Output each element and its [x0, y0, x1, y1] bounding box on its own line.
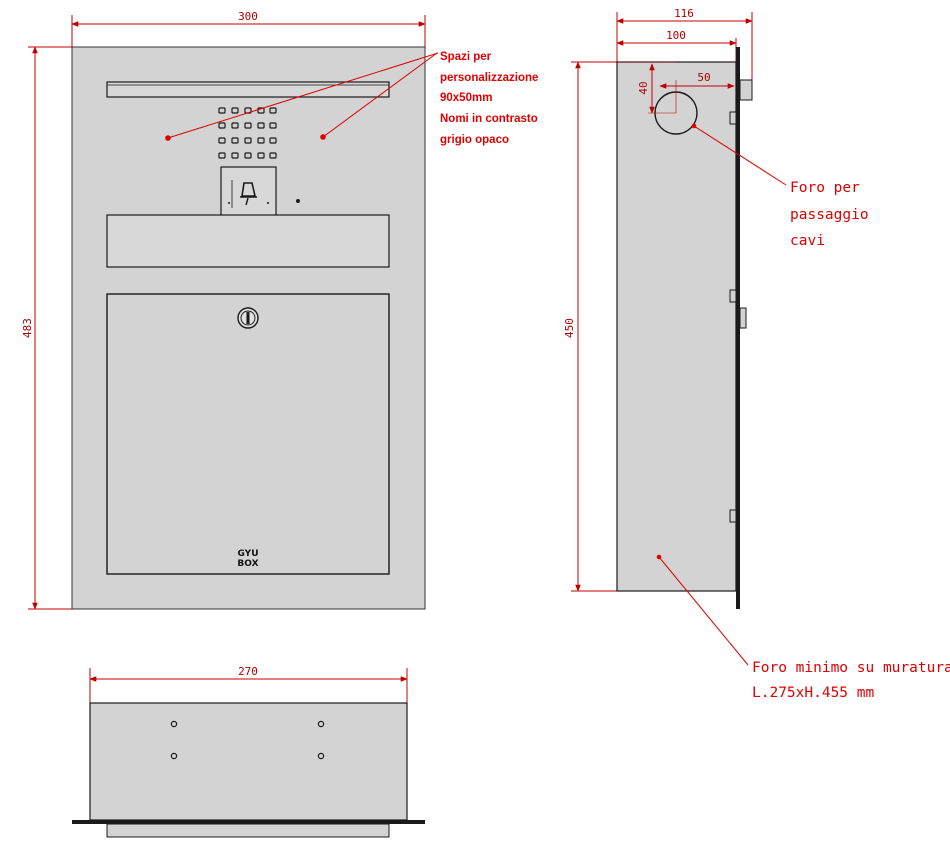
bottom-body	[89, 702, 408, 821]
bottom-width-label: 270	[238, 665, 258, 678]
name-plate	[106, 214, 390, 268]
hole-offset-x-label: 50	[697, 71, 710, 84]
mounting-holes	[170, 720, 325, 760]
body-depth-label: 100	[666, 29, 686, 42]
lock-icon	[237, 307, 259, 329]
side-height-label: 450	[563, 318, 576, 338]
wall-note-line-1: Foro minimo su muratura	[752, 660, 950, 676]
note-line-3: 90x50mm	[440, 92, 492, 104]
front-height-label: 483	[21, 318, 34, 338]
cable-hole-note: Foro per passaggio cavi	[691, 123, 869, 249]
side-view: 116 100 450 50 40	[563, 7, 950, 701]
parcel-door	[106, 293, 390, 575]
front-width-label: 300	[238, 10, 258, 23]
note-line-1: Spazi per	[440, 51, 492, 63]
cable-note-line-1: Foro per	[790, 180, 860, 196]
bottom-flange	[72, 820, 425, 824]
lock-bolt	[739, 307, 747, 329]
total-depth-label: 116	[674, 7, 694, 20]
bottom-door-edge	[106, 823, 390, 838]
front-view: 300 483	[21, 10, 538, 610]
note-line-5: grigio opaco	[440, 134, 509, 146]
bell-icon	[240, 182, 257, 198]
side-depth-dimensions: 116 100	[616, 7, 753, 84]
note-line-4: Nomi in contrasto	[440, 113, 538, 125]
front-height-dimension: 483	[21, 46, 72, 610]
custom-space-leaders	[165, 52, 439, 141]
wall-note-line-2: L.275xH.455 mm	[752, 685, 874, 701]
side-height-dimension: 450	[563, 61, 617, 592]
cable-note-line-3: cavi	[790, 233, 825, 249]
front-flange	[736, 47, 740, 609]
hole-dimensions: 50 40	[617, 61, 735, 114]
brand-logo-line1: GYU	[237, 549, 258, 559]
brand-logo-line2: BOX	[237, 559, 258, 569]
note-line-2: personalizzazione	[440, 72, 538, 84]
bottom-width-dimension: 270	[89, 665, 408, 703]
keypad	[218, 107, 277, 159]
brand-logo: GYU BOX	[237, 549, 258, 569]
cable-note-line-2: passaggio	[790, 207, 869, 223]
bottom-view: 270	[72, 665, 425, 838]
wall-hole-note: Foro minimo su muratura L.275xH.455 mm	[656, 554, 950, 701]
hole-offset-y-label: 40	[637, 81, 650, 94]
led-indicator	[296, 199, 300, 203]
mail-slot	[106, 81, 390, 98]
doorbell-button	[220, 166, 277, 219]
custom-space-note: Spazi per personalizzazione 90x50mm Nomi…	[440, 51, 538, 146]
top-hinge	[739, 79, 753, 101]
front-width-dimension: 300	[71, 10, 426, 47]
